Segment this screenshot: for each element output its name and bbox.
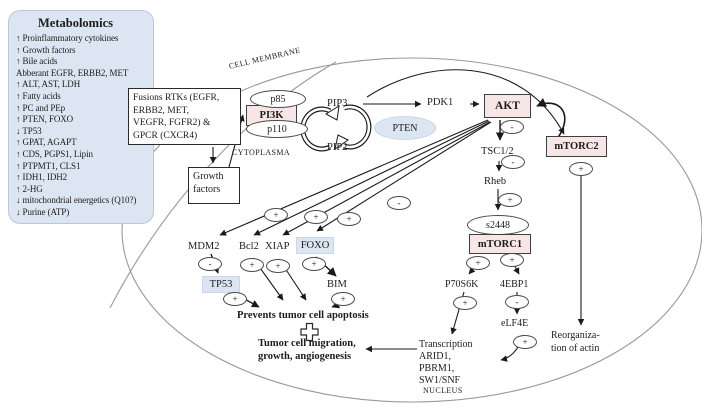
sign-mdm2-tp53: -	[198, 257, 222, 271]
metabolomics-item: ↑ Bile acids	[16, 56, 58, 67]
node-fusions-rtks: Fusions RTKs (EGFR, ERBB2, MET, VEGFR, F…	[128, 88, 241, 145]
node-akt: AKT	[484, 94, 531, 118]
metabolomics-title: Metabolomics	[38, 16, 113, 30]
node-growth-factors: Growth factors	[188, 167, 240, 204]
label-p70s6k: P70S6K	[445, 279, 479, 290]
node-p110: p110	[246, 120, 308, 138]
label-pip3: PIP3	[327, 98, 348, 109]
node-tp53: TP53	[202, 276, 240, 293]
sign-bcl2-out: +	[240, 258, 264, 272]
label-tsc12: TSC1/2	[481, 146, 514, 157]
cytoplasm-label: CYTOPLASMA	[232, 148, 291, 157]
node-foxo: FOXO	[296, 237, 334, 254]
sign-fan-bcl2: +	[304, 210, 328, 224]
sign-mtorc2-actin: +	[569, 162, 593, 176]
label-reorganization-actin: Reorganiza- tion of actin	[551, 330, 600, 354]
label-pdk1: PDK1	[427, 97, 454, 108]
sign-mtorc1-p70s6k: +	[466, 256, 490, 270]
node-s2448: s2448	[467, 215, 529, 235]
label-pip2: PIP2	[327, 142, 348, 153]
sign-rheb-mtorc1: +	[498, 193, 522, 207]
sign-bim-out: +	[331, 292, 355, 306]
sign-tsc12-rheb: -	[501, 155, 525, 169]
node-mtorc2: mTORC2	[546, 136, 607, 157]
metabolomics-item: ↓ TP53	[16, 125, 42, 136]
node-pten: PTEN	[374, 116, 436, 140]
metabolomics-item: ↑ 2-HG	[16, 183, 43, 194]
nucleus-label: NUCLEUS	[423, 386, 463, 395]
label-elf4e: eLF4E	[501, 318, 529, 329]
sign-fan-xiap: +	[337, 212, 361, 226]
metabolomics-item: ↑ ALT, AST, LDH	[16, 79, 81, 90]
metabolomics-item: ↓ mitochondrial energetics (Q10?)	[16, 195, 137, 206]
metabolomics-item: ↑ Growth factors	[16, 44, 76, 55]
metabolomics-item: ↑ GPAT, AGAPT	[16, 137, 77, 148]
label-rheb: Rheb	[484, 176, 507, 187]
metabolomics-item: ↑ PTEN, FOXO	[16, 114, 74, 125]
metabolomics-item: ↑ Proinflammatory cytokines	[16, 33, 119, 43]
sign-4ebp1-elf4e: -	[505, 295, 529, 309]
node-mtorc1: mTORC1	[469, 234, 531, 254]
metabolomics-item: ↑ CDS, PGPS1, Lipin	[16, 148, 93, 159]
metabolomics-item: ↑ PTPMT1, CLS1	[16, 160, 81, 171]
sign-akt-tsc12: -	[500, 120, 524, 134]
metabolomics-item: ↑ PC and PEp	[16, 102, 66, 113]
label-bim: BIM	[327, 279, 347, 290]
sign-p70s6k-out: +	[453, 296, 477, 310]
metabolomics-item: ↑ Fatty acids	[16, 90, 61, 101]
node-p85: p85	[250, 90, 306, 108]
metabolomics-item: ↓ Purine (ATP)	[16, 206, 70, 217]
label-bcl2: Bcl2	[239, 241, 259, 252]
sign-mtorc1-4ebp1: +	[500, 253, 524, 267]
cell-membrane-ellipse	[109, 57, 702, 403]
label-tumor-migration: Tumor cell migration, growth, angiogenes…	[258, 338, 356, 362]
sign-tp53-out: +	[223, 292, 247, 306]
label-prevents-apoptosis: Prevents tumor cell apoptosis	[237, 310, 369, 321]
sign-fan-mdm2: +	[264, 208, 288, 222]
metabolomics-item: Abberant EGFR, ERBB2, MET	[16, 67, 129, 78]
sign-xiap-out: +	[266, 259, 290, 273]
label-transcription: Transcription ARID1, PBRM1, SW1/SNF	[419, 339, 473, 386]
apoptosis-cross-icon	[300, 322, 319, 342]
sign-elf4e-out: +	[513, 335, 537, 349]
label-xiap: XIAP	[265, 241, 290, 252]
sign-fan-foxo: -	[387, 196, 411, 210]
label-4ebp1: 4EBP1	[500, 279, 529, 290]
sign-foxo-bim: +	[302, 257, 326, 271]
metabolomics-item: ↑ IDH1, IDH2	[16, 172, 68, 183]
label-mdm2: MDM2	[188, 241, 220, 252]
